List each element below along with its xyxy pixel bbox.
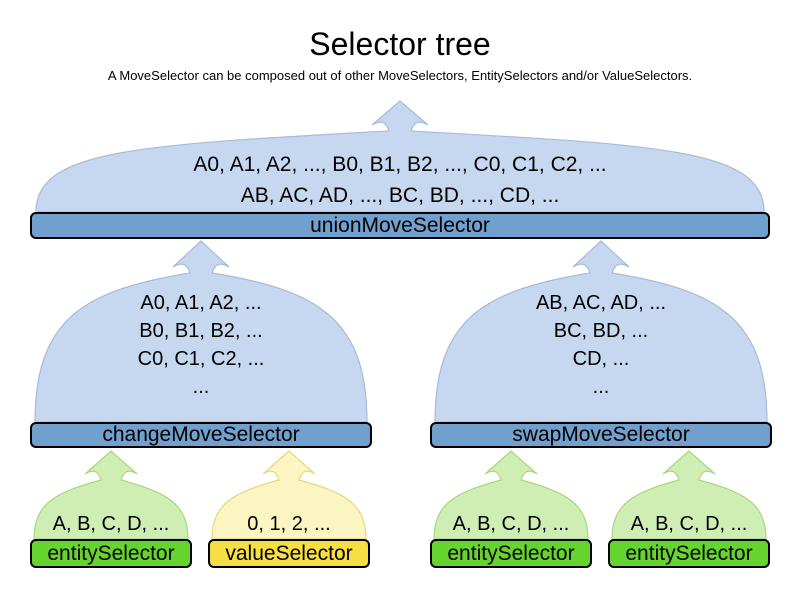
swap-items-line: ...: [592, 376, 610, 398]
change-items-line: ...: [192, 376, 210, 398]
union-items-line: A0, A1, A2, ..., B0, B1, B2, ..., C0, C1…: [193, 153, 607, 176]
entity-left-items: A, B, C, D, ...: [30, 511, 192, 537]
entity-mid-items: A, B, C, D, ...: [430, 511, 592, 537]
change-funnel-items: A0, A1, A2, ... B0, B1, B2, ... C0, C1, …: [30, 289, 372, 401]
swap-items-line: CD, ...: [572, 348, 630, 370]
page-title: Selector tree: [309, 26, 491, 62]
change-items-line: A0, A1, A2, ...: [140, 292, 262, 314]
entity-right-items: A, B, C, D, ...: [608, 511, 770, 537]
change-items-line: B0, B1, B2, ...: [139, 320, 263, 342]
page-subtitle: A MoveSelector can be composed out of ot…: [107, 68, 693, 83]
change-move-selector-bar: changeMoveSelector: [30, 422, 372, 448]
value-items: 0, 1, 2, ...: [208, 511, 370, 537]
swap-move-selector-bar: swapMoveSelector: [430, 422, 772, 448]
entity-items-line: A, B, C, D, ...: [452, 513, 570, 535]
entity-selector-funnel-right: A, B, C, D, ... entitySelector: [608, 450, 770, 569]
entity-selector-bar-mid: entitySelector: [430, 539, 592, 568]
entity-items-line: A, B, C, D, ...: [52, 513, 170, 535]
union-move-selector-bar: unionMoveSelector: [30, 212, 770, 239]
entity-selector-bar-left: entitySelector: [30, 539, 192, 568]
entity-items-line: A, B, C, D, ...: [630, 513, 748, 535]
entity-selector-bar-right: entitySelector: [608, 539, 770, 568]
entity-selector-funnel-left: A, B, C, D, ... entitySelector: [30, 450, 192, 569]
value-items-line: 0, 1, 2, ...: [247, 513, 331, 535]
swap-move-selector-funnel: AB, AC, AD, ... BC, BD, ... CD, ... ... …: [430, 240, 772, 449]
union-funnel-items: A0, A1, A2, ..., B0, B1, B2, ..., C0, C1…: [30, 149, 770, 211]
entity-selector-funnel-mid: A, B, C, D, ... entitySelector: [430, 450, 592, 569]
union-items-line: AB, AC, AD, ..., BC, BD, ..., CD, ...: [240, 184, 560, 207]
swap-funnel-items: AB, AC, AD, ... BC, BD, ... CD, ... ...: [430, 289, 772, 401]
change-items-line: C0, C1, C2, ...: [137, 348, 265, 370]
value-selector-bar: valueSelector: [208, 539, 370, 568]
union-move-selector-funnel: A0, A1, A2, ..., B0, B1, B2, ..., C0, C1…: [30, 100, 770, 240]
change-move-selector-funnel: A0, A1, A2, ... B0, B1, B2, ... C0, C1, …: [30, 240, 372, 449]
swap-items-line: AB, AC, AD, ...: [535, 292, 667, 314]
value-selector-funnel: 0, 1, 2, ... valueSelector: [208, 450, 370, 569]
swap-items-line: BC, BD, ...: [553, 320, 649, 342]
